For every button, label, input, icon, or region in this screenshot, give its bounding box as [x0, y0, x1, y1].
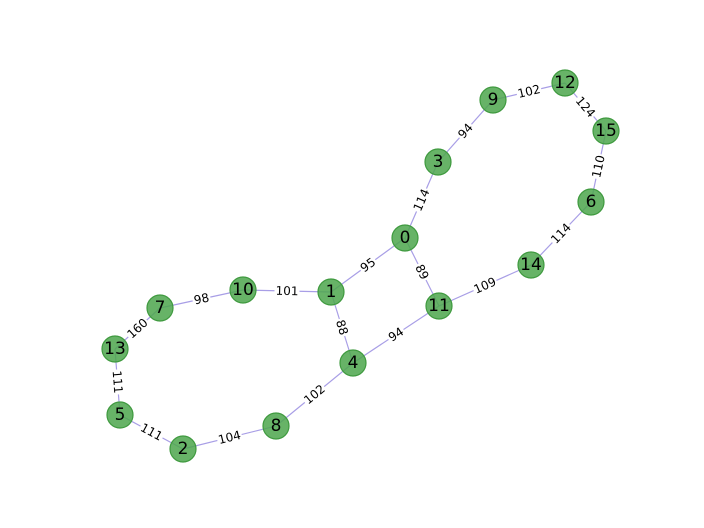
node-10: 10 — [229, 276, 257, 304]
edge-weight-text: 124 — [573, 94, 599, 121]
edge-label-background — [215, 427, 244, 448]
node-circle — [391, 224, 419, 252]
edge-weight-label: 111 — [137, 419, 166, 445]
node-circle — [339, 349, 367, 377]
edge-label-background — [515, 81, 543, 102]
node-label: 2 — [178, 439, 189, 459]
node-circle — [551, 69, 579, 97]
edge-weight-text: 98 — [193, 291, 211, 308]
node-4: 4 — [339, 349, 367, 377]
node-circle — [169, 435, 197, 463]
node-circle — [517, 251, 545, 279]
node-label: 8 — [271, 416, 282, 436]
node-circle — [577, 188, 605, 216]
edge-weight-text: 89 — [412, 262, 431, 282]
edge-weight-label: 114 — [410, 185, 433, 215]
edge-weight-text: 102 — [301, 382, 328, 407]
node-circle — [106, 401, 134, 429]
edge-weight-text: 94 — [386, 324, 406, 344]
edge-label-background — [547, 219, 575, 248]
edge-label-background — [572, 92, 599, 122]
node-5: 5 — [106, 401, 134, 429]
node-8: 8 — [262, 412, 290, 440]
edge-label-background — [589, 152, 608, 181]
node-label: 9 — [488, 90, 499, 110]
node-6: 6 — [577, 188, 605, 216]
node-15: 15 — [592, 117, 620, 145]
node-circle — [317, 278, 345, 306]
node-13: 13 — [101, 335, 129, 363]
edge-label-background — [410, 185, 433, 215]
node-9: 9 — [479, 86, 507, 114]
node-circle — [425, 292, 453, 320]
node-label: 7 — [155, 298, 166, 318]
node-circle — [262, 412, 290, 440]
edge-weight-label: 102 — [300, 381, 329, 408]
node-circle — [229, 276, 257, 304]
node-label: 3 — [433, 152, 444, 172]
edge-weight-label: 109 — [470, 274, 500, 297]
node-label: 5 — [115, 405, 126, 425]
edge-label-background — [300, 381, 329, 408]
node-7: 7 — [146, 294, 174, 322]
edge-weight-label: 124 — [572, 92, 599, 122]
node-12: 12 — [551, 69, 579, 97]
node-2: 2 — [169, 435, 197, 463]
edge-label-background — [123, 314, 152, 343]
edge-weight-text: 110 — [589, 154, 607, 179]
edge-weight-label: 95 — [356, 254, 380, 276]
node-14: 14 — [517, 251, 545, 279]
edge-weight-label: 111 — [109, 369, 126, 395]
edge-label-background — [109, 369, 126, 395]
edge-weight-text: 102 — [516, 82, 542, 101]
edge-weight-text: 104 — [217, 428, 243, 447]
edge-weight-label: 98 — [191, 290, 212, 308]
node-circle — [479, 86, 507, 114]
edge-weight-text: 88 — [333, 318, 351, 337]
node-label: 13 — [104, 339, 126, 359]
node-label: 0 — [400, 228, 411, 248]
edge-label-background — [274, 283, 300, 299]
node-circle — [146, 294, 174, 322]
edge-weight-text: 95 — [358, 255, 379, 275]
edge-weight-label: 88 — [332, 316, 352, 339]
node-label: 11 — [428, 296, 450, 316]
node-circle — [424, 148, 452, 176]
edge-weight-label: 89 — [411, 260, 433, 284]
node-label: 6 — [586, 192, 597, 212]
node-0: 0 — [391, 224, 419, 252]
edge-weight-label: 102 — [515, 81, 543, 102]
edge-weight-label: 94 — [384, 323, 408, 346]
edge-label-background — [191, 290, 212, 308]
edge-label-background — [137, 419, 166, 445]
edge-weight-text: 111 — [110, 370, 126, 394]
edge-label-background — [470, 274, 500, 297]
node-3: 3 — [424, 148, 452, 176]
edge-weight-text: 101 — [275, 284, 298, 299]
edge-weight-label: 104 — [215, 427, 244, 448]
node-label: 1 — [326, 282, 337, 302]
node-label: 12 — [554, 73, 576, 93]
edge-label-background — [332, 316, 352, 339]
node-circle — [101, 335, 129, 363]
node-label: 4 — [348, 353, 359, 373]
node-circle — [592, 117, 620, 145]
edge-weight-label: 101 — [274, 283, 300, 299]
edge-label-background — [454, 119, 477, 143]
node-11: 11 — [425, 292, 453, 320]
edge-label-background — [384, 323, 408, 346]
node-label: 10 — [232, 280, 254, 300]
edge-label-background — [411, 260, 433, 284]
node-label: 15 — [595, 121, 617, 141]
edge-weight-label: 110 — [589, 152, 608, 181]
node-1: 1 — [317, 278, 345, 306]
node-label: 14 — [520, 255, 542, 275]
edge-label-background — [356, 254, 380, 276]
